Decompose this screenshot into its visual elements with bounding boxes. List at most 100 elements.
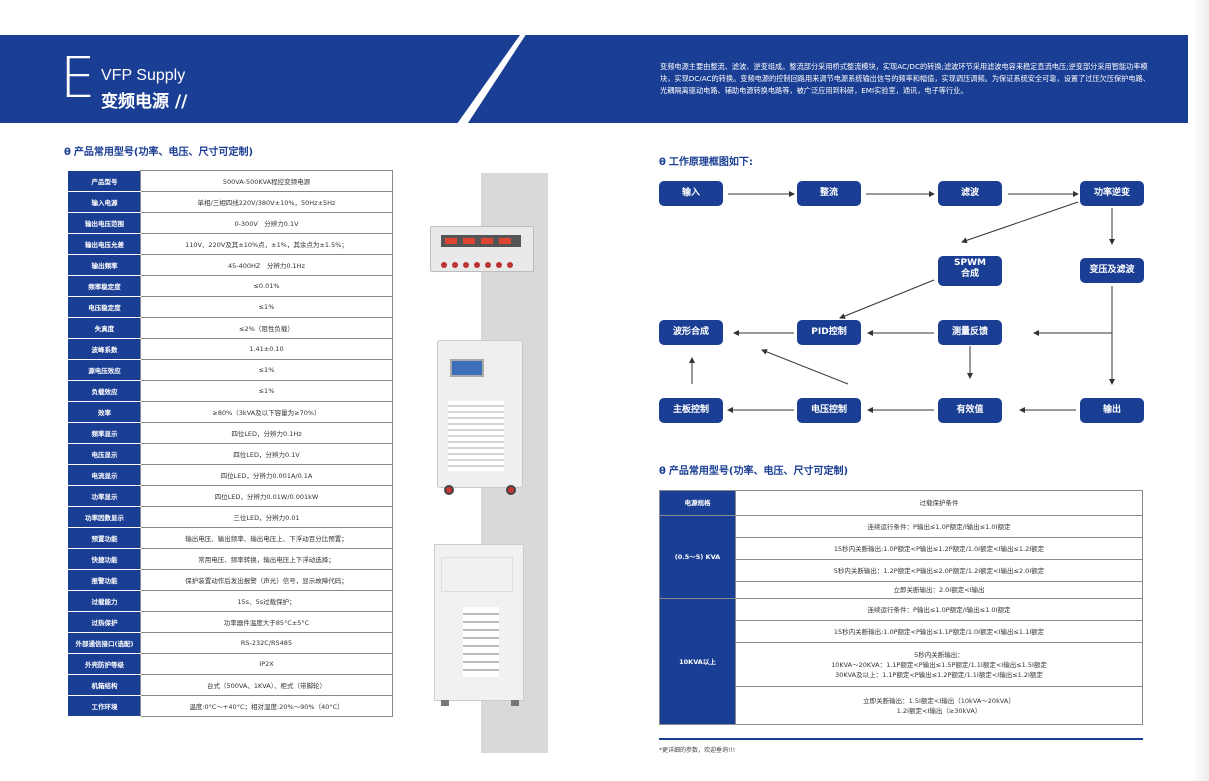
flow-box-voltage-control: 电压控制 <box>797 398 861 423</box>
right-section-title-text: 产品常用型号(功率、电压、尺寸可定制) <box>668 466 849 477</box>
flow-box-rectify: 整流 <box>797 181 861 206</box>
spec-key: 输出频率 <box>68 254 141 276</box>
control-knobs <box>441 253 525 268</box>
spec-row: 负载效应≤1% <box>68 380 393 402</box>
spec-row: 源电压效应≤1% <box>68 359 393 381</box>
flow-box-rms: 有效值 <box>938 398 1002 423</box>
overload-header-spec: 电源规格 <box>659 490 736 516</box>
spec-key: 输出电压允差 <box>68 233 141 255</box>
title-chinese: 变频电源 // <box>101 92 188 112</box>
caster-wheel-icon <box>506 485 516 495</box>
header-description: 变频电源主要由整流、滤波、逆变组成。整流部分采用桥式整流模块，实现AC/DC的转… <box>660 62 1150 95</box>
spec-key: 频率显示 <box>68 422 141 444</box>
spec-row: 报警功能保护装置动作后发出报警（声光）信号，显示故障代码； <box>68 569 393 591</box>
overload-cell: 连续运行条件：P输出≤1.0P额定/I输出≤1.0I额定 <box>735 515 1143 538</box>
header-band-left <box>0 35 520 123</box>
spec-key: 输出电压范围 <box>68 212 141 234</box>
flow-box-filter: 滤波 <box>938 181 1002 206</box>
cabinet-power-supply-image <box>437 340 523 495</box>
large-cabinet-power-supply-image <box>434 544 524 706</box>
spec-key: 波峰系数 <box>68 338 141 360</box>
caster-wheel-icon <box>444 485 454 495</box>
overload-cell: 15秒内关断输出:1.0P额定<P输出≤1.1P额定/1.0I额定<I输出≤1.… <box>735 620 1143 643</box>
overload-5s-title: 5秒内关断输出： <box>914 650 964 659</box>
theta-bullet-icon: θ <box>659 157 666 168</box>
overload-cell-immediate: 立即关断输出：1.5I额定<I输出（10kVA～20kVA） 1.2I额定<I输… <box>735 686 1143 725</box>
overload-cell-5s: 5秒内关断输出： 10KVA～20KVA：1.1P额定<P输出≤1.5P额定/1… <box>735 642 1143 687</box>
spec-key: 失真度 <box>68 317 141 339</box>
overload-header-condition: 过载保护条件 <box>735 490 1143 516</box>
spwm-label-line2: 合成 <box>960 269 979 279</box>
left-section-title-text: 产品常用型号(功率、电压、尺寸可定制) <box>73 147 254 158</box>
overload-5s-line-b: 30KVA及以上：1.1P额定<P输出≤1.2P额定/1.1I额定<I输出≤1.… <box>835 670 1043 679</box>
overload-immediate-line-b: 1.2I额定<I输出（≥30kVA） <box>896 706 982 715</box>
theta-bullet-icon: θ <box>64 147 71 158</box>
flow-box-feedback: 测量反馈 <box>938 320 1002 345</box>
overload-5s-line-a: 10KVA～20KVA：1.1P额定<P输出≤1.5P额定/1.1I额定<I输出… <box>831 660 1047 669</box>
spwm-label-line1: SPWM <box>954 258 986 268</box>
spec-row: 过热保护功率器件温度大于85°C±5°C <box>68 611 393 633</box>
flow-box-inverter: 功率逆变 <box>1080 181 1144 206</box>
spec-row: 机箱结构台式（500VA、1KVA）、柜式（带脚轮） <box>68 674 393 696</box>
spec-row: 输入电源单相/三相四线220V/380V±10%，50Hz±5Hz <box>68 191 393 213</box>
header-band-right <box>468 35 1188 123</box>
flow-box-spwm: SPWM 合成 <box>938 256 1002 286</box>
led-display <box>441 235 521 247</box>
header-band: E VFP Supply 变频电源 // 变频电源主要由整流、滤波、逆变组成。整… <box>0 35 1209 123</box>
flow-box-pid: PID控制 <box>797 320 861 345</box>
spec-row: 失真度≤2%（阻性负载） <box>68 317 393 339</box>
theta-bullet-icon: θ <box>659 466 666 477</box>
front-panel <box>441 557 513 592</box>
note-divider <box>659 738 1143 740</box>
title-english: VFP Supply <box>101 67 186 84</box>
overload-cell: 5秒内关断输出：1.2P额定<P输出≤2.0P额定/1.2I额定<I输出≤2.0… <box>735 559 1143 582</box>
overload-table: 电源规格 过载保护条件 (0.5～5) KVA 连续运行条件：P输出≤1.0P额… <box>659 490 1143 725</box>
spec-key: 负载效应 <box>68 380 141 402</box>
spec-key: 输入电源 <box>68 191 141 213</box>
flow-box-output: 输出 <box>1080 398 1144 423</box>
spec-row: 快捷功能常用电压、频率转换，输出电压上下浮动选择； <box>68 548 393 570</box>
section-letter: E <box>60 46 96 111</box>
spec-row: 电流显示四位LED，分辨力0.001A/0.1A <box>68 464 393 486</box>
spec-row: 功率显示四位LED，分辨力0.01W/0.001kW <box>68 485 393 507</box>
spec-key: 电压显示 <box>68 443 141 465</box>
flow-box-mainboard: 主板控制 <box>659 398 723 423</box>
overload-cell: 连续运行条件：P输出≤1.0P额定/I输出≤1.0I额定 <box>735 598 1143 621</box>
vent-grill <box>448 401 504 471</box>
spec-key: 工作环境 <box>68 695 141 717</box>
spec-row: 工作环境温度:0°C～+40°C；相对湿度:20%～90%（40°C） <box>68 695 393 717</box>
spec-row: 功率因数显示三位LED，分辨力0.01 <box>68 506 393 528</box>
spec-row: 频率显示四位LED，分辨力0.1Hz <box>68 422 393 444</box>
page-edge-shadow <box>1193 0 1209 781</box>
spec-key: 功率显示 <box>68 485 141 507</box>
flow-section-title-text: 工作原理框图如下: <box>668 157 753 168</box>
cabinet-feet <box>441 700 519 706</box>
group-label-large: 10KVA以上 <box>659 598 736 725</box>
spec-key: 外部通信接口(选配) <box>68 632 141 654</box>
spec-value: 四位LED，分辨力0.001A/0.1A <box>140 464 393 486</box>
spec-key: 报警功能 <box>68 569 141 591</box>
spec-key: 过热保护 <box>68 611 141 633</box>
spec-row: 频率稳定度≤0.01% <box>68 275 393 297</box>
benchtop-power-supply-image <box>430 226 534 272</box>
spec-key: 外壳防护等级 <box>68 653 141 675</box>
flow-box-input: 输入 <box>659 181 723 206</box>
spec-value: 温度:0°C～+40°C；相对湿度:20%～90%（40°C） <box>140 695 393 717</box>
overload-cell: 立即关断输出：2.0I额定<I输出 <box>735 581 1143 599</box>
inquiry-note: *更详细的参数，欢迎垂询!!! <box>659 747 736 754</box>
flow-box-waveform: 波形合成 <box>659 320 723 345</box>
overload-cell: 15秒内关断输出:1.0P额定<P输出≤1.2P额定/1.0I额定<I输出≤1.… <box>735 537 1143 560</box>
spec-key: 过载能力 <box>68 590 141 612</box>
overload-immediate-line-a: 立即关断输出：1.5I额定<I输出（10kVA～20kVA） <box>863 696 1015 705</box>
touch-screen <box>450 359 484 377</box>
